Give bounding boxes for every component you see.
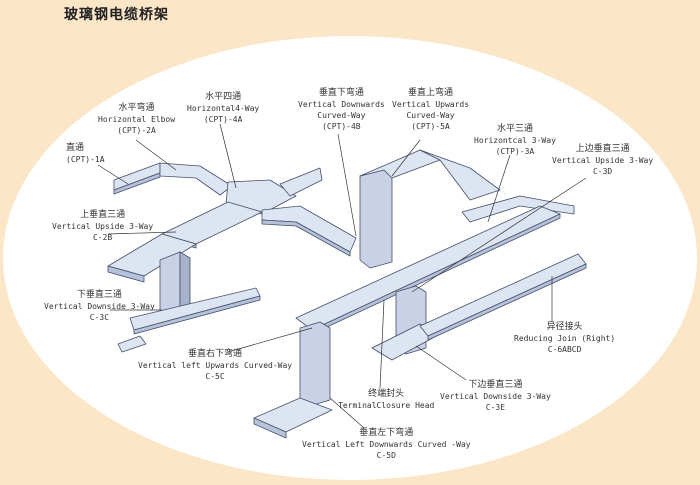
label-en: Vertical Left Downwards Curved -Way — [302, 440, 471, 449]
label-zh: 下边垂直三通 — [468, 380, 523, 390]
label-en: Vertical Downside 3-Way — [44, 302, 155, 311]
label-zh: 垂直左下弯通 — [359, 428, 414, 438]
leader-lines — [97, 123, 587, 429]
label-code: (CTP)-3A — [495, 147, 535, 156]
label-code: (CPT)-4A — [203, 115, 243, 124]
tray-run-right — [419, 149, 501, 201]
label-en: Vertical left Upwards Curved-Way — [138, 361, 293, 370]
label-zh: 下垂直三通 — [76, 290, 122, 300]
label-zh: 终端封头 — [368, 389, 405, 399]
label-horizontal-3way: 水平三通 Horizontcal 3-Way (CTP)-3A — [474, 124, 556, 157]
label-zh: 异径接头 — [546, 322, 583, 332]
background-ellipse — [3, 36, 697, 480]
label-en: Vertical Upside 3-Way — [552, 156, 654, 165]
label-code: C-5C — [205, 372, 225, 381]
label-en: Vertical Upwards — [392, 100, 470, 109]
label-en: Vertical Upside 3-Way — [52, 222, 154, 231]
label-straight: 直通 (CPT)-1A — [66, 143, 105, 165]
label-upside-3way-2b: 上垂直三通 Vertical Upside 3-Way C-2B — [52, 210, 153, 243]
label-zh: 垂直上弯通 — [408, 88, 454, 98]
label-zh: 水平三通 — [496, 124, 533, 134]
label-code: C-3C — [89, 313, 110, 322]
label-zh: 水平弯通 — [118, 103, 155, 113]
tray-elbow-2a — [159, 162, 233, 196]
label-en: Vertical Downwards — [298, 100, 385, 109]
label-upside-3way-3d: 上边垂直三通 Vertical Upside 3-Way C-3D — [552, 144, 653, 177]
label-en: Horizontcal 3-Way — [474, 136, 556, 145]
label-terminal-closure: 终端封头 TerminalClosure Head — [338, 389, 434, 411]
label-en: Reducing Join (Right) — [514, 334, 616, 343]
tray-vertical-curve-4b — [359, 169, 393, 269]
label-en: (CPT)-1A — [66, 155, 105, 164]
label-en: Horizontal4-Way — [187, 104, 260, 113]
label-downside-3way-3e: 下边垂直三通 Vertical Downside 3-Way C-3E — [440, 380, 551, 413]
page-title: 玻璃钢电缆桥架 — [64, 7, 169, 23]
label-en2: Curved-Way — [317, 111, 366, 120]
label-code: (CPT)-4B — [322, 122, 361, 131]
label-downside-3way-3c: 下垂直三通 Vertical Downside 3-Way C-3C — [44, 290, 155, 323]
label-zh: 直通 — [66, 143, 85, 153]
label-zh: 水平四通 — [205, 92, 242, 102]
label-vertical-upwards: 垂直上弯通 Vertical Upwards Curved-Way (CPT)-… — [392, 88, 469, 132]
label-horizontal-4way: 水平四通 Horizontal4-Way (CPT)-4A — [187, 92, 259, 125]
label-zh: 上垂直三通 — [80, 210, 126, 220]
label-vertical-left-upwards: 垂直右下弯通 Vertical left Upwards Curved-Way … — [138, 349, 292, 382]
label-vertical-downwards: 垂直下弯通 Vertical Downwards Curved-Way (CPT… — [298, 88, 385, 132]
label-code: C-5D — [376, 451, 396, 460]
label-en: Vertical Downside 3-Way — [440, 392, 551, 401]
label-vertical-left-downwards: 垂直左下弯通 Vertical Left Downwards Curved -W… — [302, 428, 471, 461]
tray-pieces — [107, 149, 587, 439]
label-code: (CPT)-5A — [411, 122, 450, 131]
label-code: C-3E — [485, 403, 506, 412]
label-zh: 垂直右下弯通 — [188, 349, 243, 359]
label-reducing-join: 异径接头 Reducing Join (Right) C-6ABCD — [514, 322, 615, 355]
label-zh: 垂直下弯通 — [318, 88, 364, 98]
label-en: TerminalClosure Head — [338, 401, 435, 410]
tray-riser-5c — [299, 321, 331, 407]
label-en: Horizontal Elbow — [98, 115, 176, 124]
label-code: C-3D — [592, 167, 613, 176]
label-horizontal-elbow: 水平弯通 Horizontal Elbow (CPT)-2A — [98, 103, 175, 136]
label-code: (CPT)-2A — [117, 126, 156, 135]
label-zh: 上边垂直三通 — [575, 144, 630, 154]
label-code: C-6ABCD — [547, 345, 582, 354]
tray-4way-4a — [225, 179, 297, 215]
label-code: C-2B — [92, 233, 113, 242]
label-en2: Curved-Way — [406, 111, 455, 120]
